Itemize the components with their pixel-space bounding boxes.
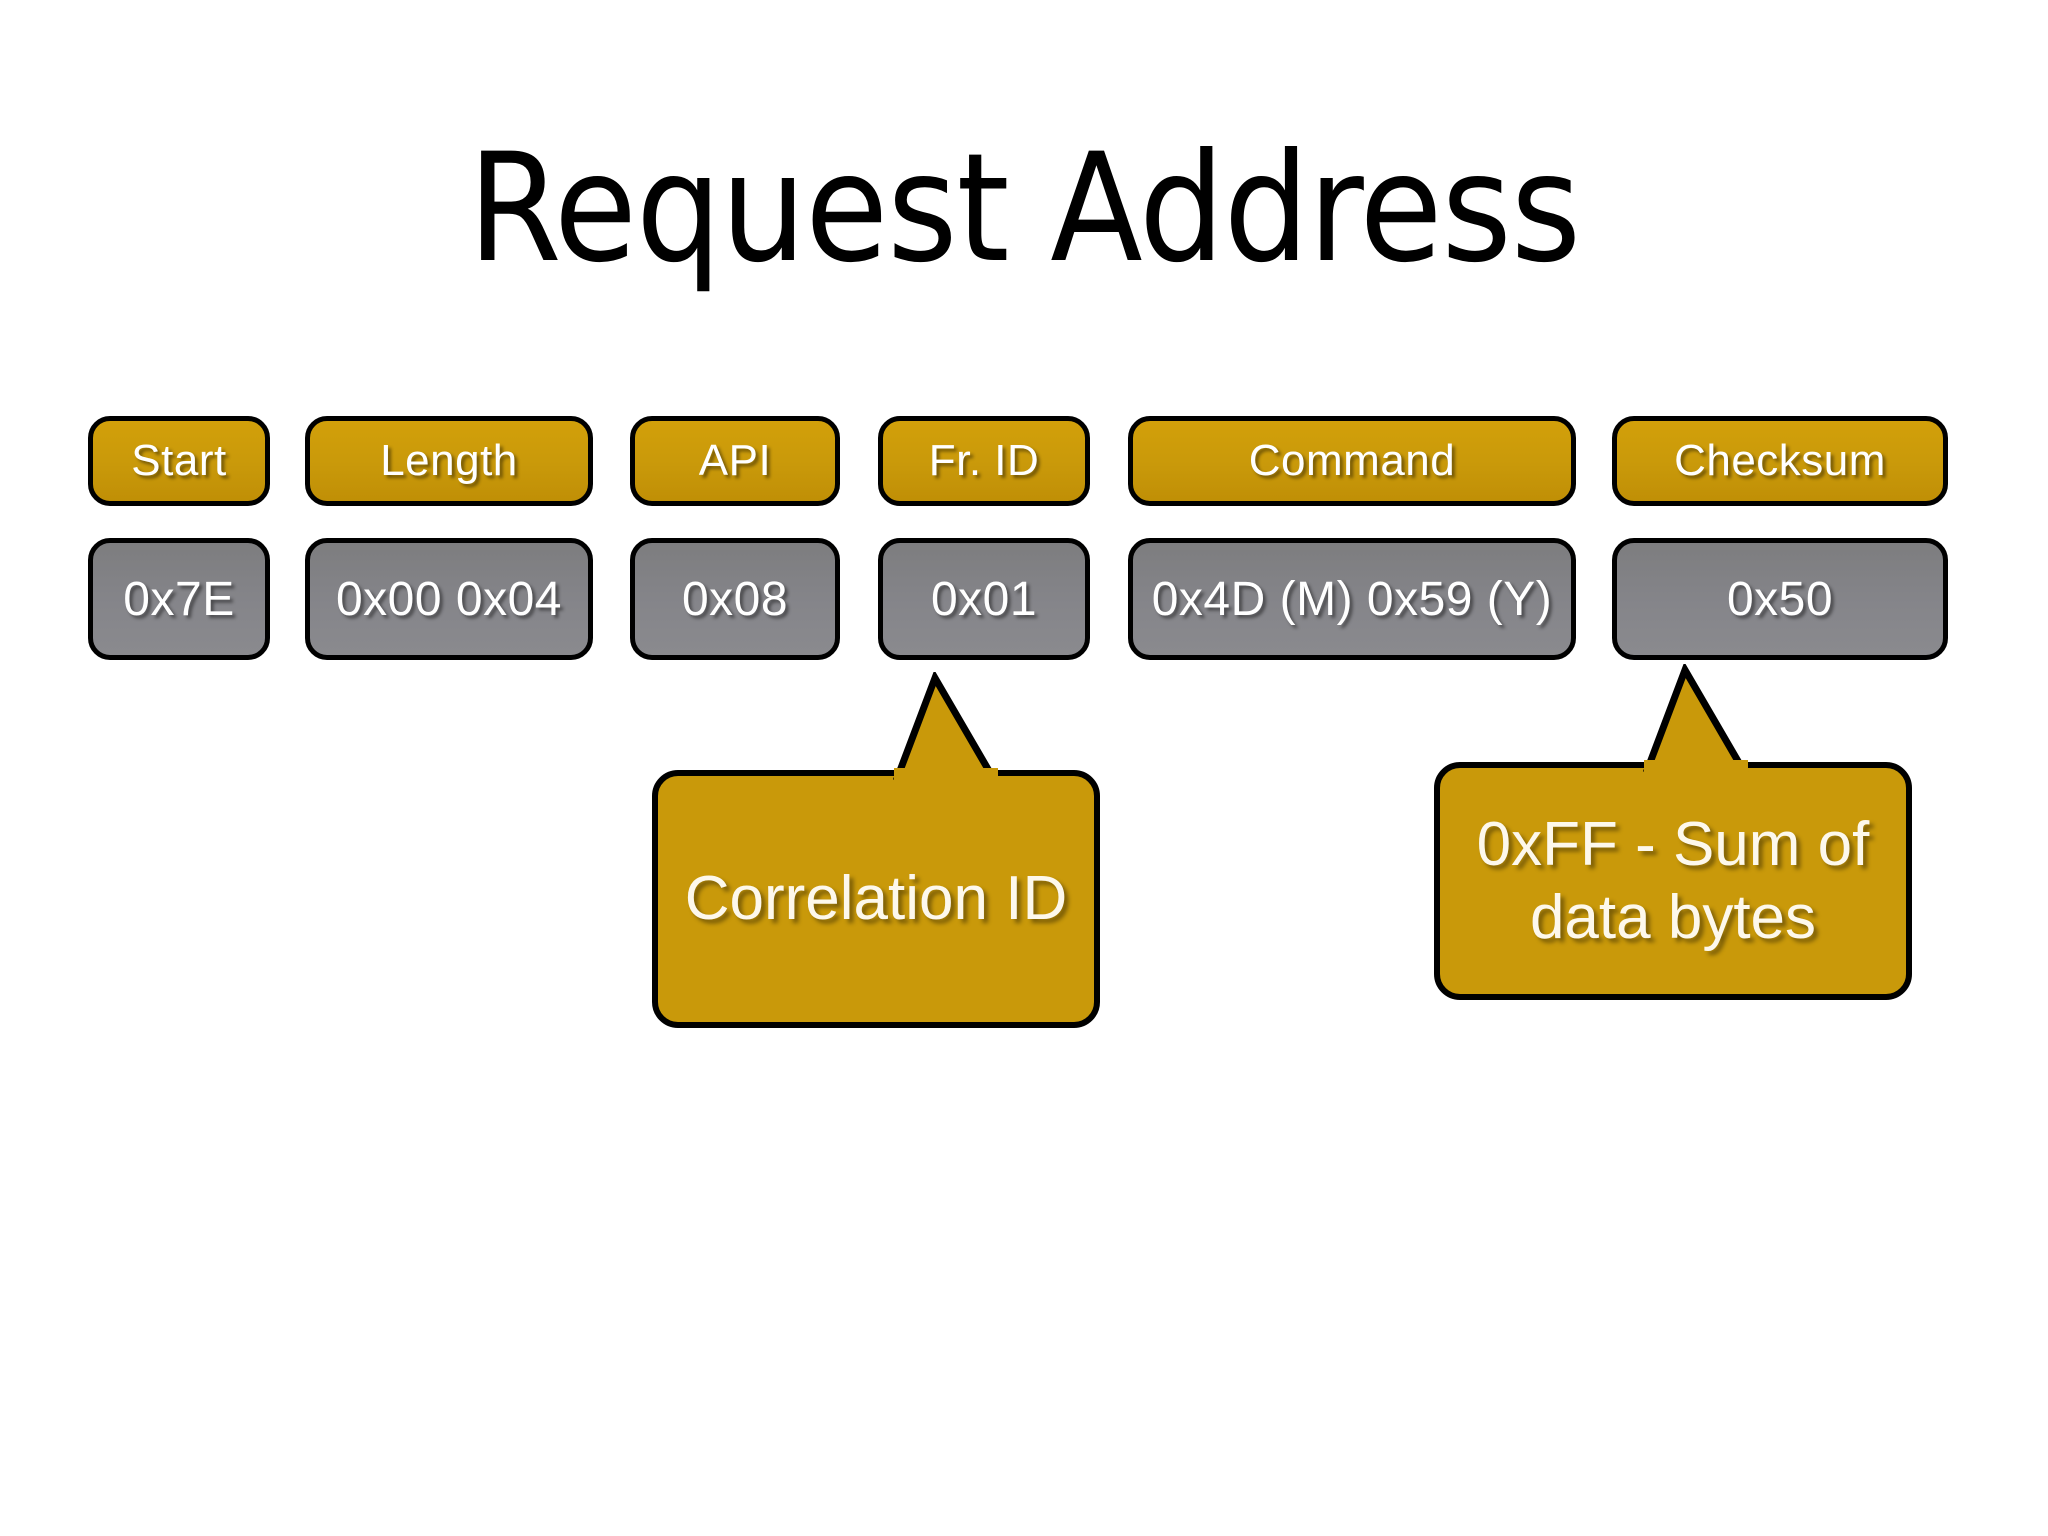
packet-field-value-length: 0x00 0x04: [305, 538, 593, 660]
packet-field-label-start: Start: [88, 416, 270, 506]
page-title: Request Address: [467, 122, 1581, 296]
packet-field-label-checksum: Checksum: [1612, 416, 1948, 506]
packet-field-label-api: API: [630, 416, 840, 506]
callout-pointer-icon: [892, 672, 999, 782]
packet-field-value-start: 0x7E: [88, 538, 270, 660]
callout-bubble: 0xFF - Sum of data bytes: [1434, 762, 1912, 1000]
callout-pointer-icon: [1642, 664, 1749, 774]
packet-field-value-command: 0x4D (M) 0x59 (Y): [1128, 538, 1576, 660]
callout-text: 0xFF - Sum of data bytes: [1476, 809, 1870, 952]
callout-text: Correlation ID: [684, 864, 1068, 934]
packet-field-label-length: Length: [305, 416, 593, 506]
packet-field-label-command: Command: [1128, 416, 1576, 506]
callout-bubble: Correlation ID: [652, 770, 1100, 1028]
packet-field-value-checksum: 0x50: [1612, 538, 1948, 660]
packet-field-value-frame-id: 0x01: [878, 538, 1090, 660]
packet-field-value-api: 0x08: [630, 538, 840, 660]
packet-field-label-frame-id: Fr. ID: [878, 416, 1090, 506]
